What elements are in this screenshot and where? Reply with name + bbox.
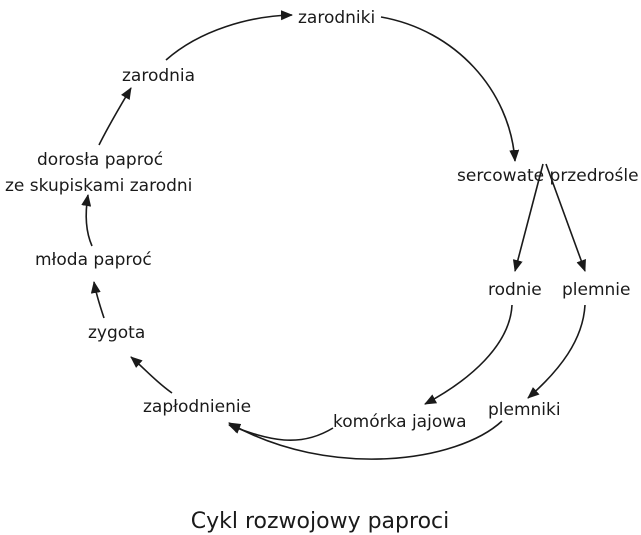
arrow-young-fern-to-adult-fern — [81, 194, 93, 247]
arrow-zygote-to-young-fern — [90, 281, 105, 319]
node-egg-cell: komórka jajowa — [333, 412, 467, 432]
arrow-prothallium-to-antheridium — [545, 163, 586, 272]
node-zygote: zygota — [88, 323, 145, 343]
arrow-spores-to-prothallium — [380, 16, 520, 162]
arrow-sperm-to-fertilization — [228, 420, 503, 460]
arrow-sporangium-to-spores — [165, 10, 293, 61]
node-spores: zarodniki — [298, 8, 375, 28]
arrow-fertilization-to-zygote — [130, 356, 173, 394]
node-fertilization: zapłodnienie — [143, 397, 251, 417]
arrow-prothallium-to-archegonium — [512, 163, 544, 272]
node-young-fern: młoda paproć — [35, 250, 152, 270]
node-archegonium: rodnie — [488, 280, 542, 300]
arrow-adult-fern-to-sporangium — [98, 87, 132, 146]
arrow-egg-cell-to-fertilization — [228, 424, 334, 442]
node-prothallium: sercowate przedrośle — [457, 166, 639, 186]
node-adult-fern-line1: dorosła paproć — [37, 150, 163, 170]
node-sporangium: zarodnia — [122, 66, 195, 86]
arrow-antheridium-to-sperm — [527, 304, 586, 399]
node-adult-fern-line2: ze skupiskami zarodni — [5, 176, 192, 196]
node-antheridium: plemnie — [562, 280, 631, 300]
arrow-archegonium-to-egg-cell — [424, 304, 513, 405]
node-sperm: plemniki — [488, 400, 561, 420]
diagram-title: Cykl rozwojowy paproci — [191, 509, 449, 534]
